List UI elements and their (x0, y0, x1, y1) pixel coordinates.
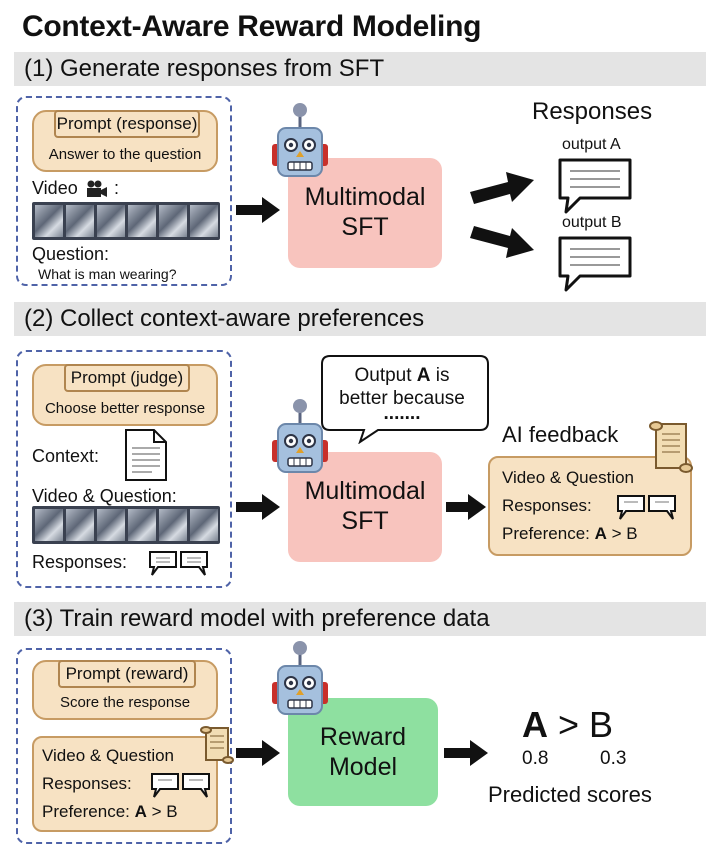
model-label-line1: Reward (319, 723, 407, 751)
prompt-tab: Prompt (response) (54, 110, 200, 138)
robot-icon (272, 399, 328, 473)
video-filmstrip (32, 202, 220, 240)
prompt-text: Score the response (59, 694, 191, 711)
arrow-right-icon (470, 226, 534, 258)
video-question-label: Video & Question: (32, 486, 177, 506)
section-title-1: (1) Generate responses from SFT (24, 55, 385, 82)
predicted-scores-label: Predicted scores (488, 782, 652, 807)
section-title-3: (3) Train reward model with preference d… (24, 605, 490, 632)
model-label-line2: SFT (341, 507, 389, 535)
section-header-3: (3) Train reward model with preference d… (14, 602, 706, 636)
chat-bubble-icon (149, 551, 208, 576)
input-panel-2: Prompt (judge) Choose better response Co… (16, 350, 232, 588)
arrow-right-icon (470, 172, 534, 204)
responses-title: Responses (532, 98, 653, 125)
ai-feedback-title: AI feedback (502, 422, 619, 447)
arrow-right-icon (236, 740, 280, 766)
video-label: Video (32, 178, 78, 198)
prompt-text: Answer to the question (48, 146, 202, 163)
feedback-preference: Preference: A > B (502, 524, 638, 543)
arrow-right-icon (446, 494, 486, 520)
responses-label: Responses: (32, 552, 128, 572)
document-icon (125, 429, 167, 481)
model-label-line2: Model (328, 753, 398, 781)
video-filmstrip (32, 506, 220, 544)
video-camera-icon (87, 180, 107, 197)
context-label: Context: (32, 446, 100, 466)
speech-line-2: better because (339, 388, 465, 409)
prompt-text: Choose better response (44, 400, 206, 417)
arrow-right-icon (236, 494, 280, 520)
speech-bubble-shape (321, 355, 489, 444)
input-panel-3: Prompt (reward) Score the response Video… (16, 648, 234, 844)
speech-line-3: ....... (383, 403, 421, 424)
speech-line-1: Output A is (354, 365, 450, 386)
card-video-question: Video & Question (42, 746, 174, 765)
card-responses: Responses: (42, 774, 132, 793)
question-text: What is man wearing? (38, 266, 177, 282)
speech-bubble: Output A is better because ....... (320, 354, 490, 444)
output-b-label: output B (562, 214, 622, 231)
feedback-video-question: Video & Question (502, 468, 634, 487)
response-b-chat-icon (558, 236, 632, 292)
prompt-tab: Prompt (judge) (64, 364, 190, 392)
multimodal-sft-box-1: Multimodal SFT (288, 158, 442, 268)
scroll-icon (649, 421, 693, 473)
section-title-2: (2) Collect context-aware preferences (24, 305, 425, 332)
prompt-tab: Prompt (reward) (58, 660, 196, 688)
prompt-card-response: Prompt (response) Answer to the question (32, 110, 218, 172)
video-suffix: : (114, 178, 120, 198)
output-a-label: output A (562, 136, 621, 153)
scroll-icon (200, 726, 234, 764)
section-header-2: (2) Collect context-aware preferences (14, 302, 706, 336)
response-a-chat-icon (558, 158, 632, 214)
ai-feedback-card: Video & Question Responses: Preference: … (488, 456, 692, 556)
feedback-responses: Responses: (502, 496, 592, 515)
model-label-line2: SFT (341, 213, 389, 241)
robot-icon (272, 641, 328, 715)
model-label-line1: Multimodal (304, 183, 426, 211)
prompt-card-judge: Prompt (judge) Choose better response (32, 364, 218, 426)
model-label-line1: Multimodal (304, 477, 426, 505)
predicted-comparison: A > B (522, 704, 614, 745)
robot-icon (272, 103, 328, 177)
page-title: Context-Aware Reward Modeling (22, 10, 482, 43)
arrow-right-icon (444, 740, 488, 766)
feedback-card-input: Video & Question Responses: Preference: … (32, 736, 218, 832)
input-panel-1: Prompt (response) Answer to the question… (16, 96, 232, 286)
chat-bubble-icon (617, 495, 676, 520)
arrow-right-icon (236, 197, 280, 223)
card-preference: Preference: A > B (42, 802, 178, 821)
section-header-1: (1) Generate responses from SFT (14, 52, 706, 86)
chat-bubble-icon (151, 773, 210, 798)
score-a: 0.8 (522, 748, 549, 769)
score-b: 0.3 (600, 748, 627, 769)
prompt-card-reward: Prompt (reward) Score the response (32, 660, 218, 720)
question-label: Question: (32, 244, 110, 264)
reward-model-box: Reward Model (288, 698, 438, 806)
